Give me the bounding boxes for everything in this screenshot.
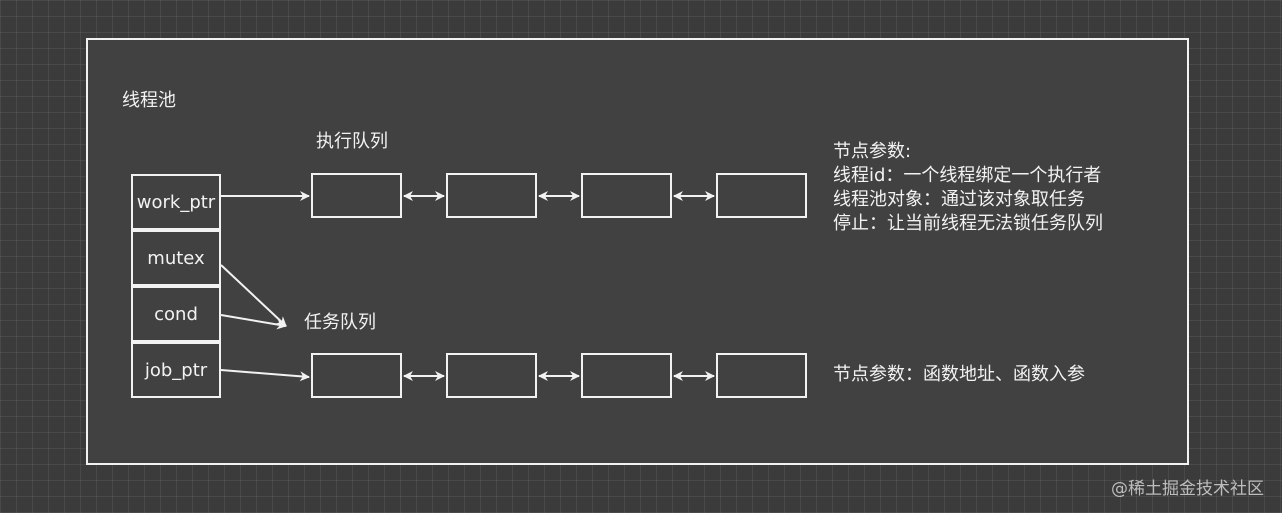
exec-node-info-line: 线程池对象：通过该对象取任务 [833, 189, 1085, 210]
task-queue-node-3 [581, 353, 672, 398]
job-ptr-arrow [220, 369, 310, 382]
exec-node-info-line: 停止：让当前线程无法锁任务队列 [833, 213, 1103, 234]
exec-queue-node-1 [311, 173, 402, 218]
job-node-info: 节点参数：函数地址、函数入参 [833, 364, 1085, 385]
cond-arrow [220, 314, 287, 330]
field-mutex: mutex [131, 230, 221, 286]
field-job-ptr: job_ptr [131, 342, 221, 398]
task-queue-node-1 [311, 353, 402, 398]
exec-queue-label: 执行队列 [316, 131, 388, 152]
exec-node-info-line: 线程id：一个线程绑定一个执行者 [833, 165, 1102, 186]
task-queue-node-4 [716, 353, 807, 398]
task-queue-node-2 [446, 353, 537, 398]
exec-queue-node-4 [716, 173, 807, 218]
thread-pool-label: 线程池 [122, 90, 176, 111]
exec-queue-node-2 [446, 173, 537, 218]
field-cond: cond [131, 286, 221, 342]
task-queue-label: 任务队列 [304, 312, 376, 333]
exec-queue-node-3 [581, 173, 672, 218]
watermark: @稀土掘金技术社区 [1111, 479, 1264, 499]
exec-node-info: 节点参数: 线程id：一个线程绑定一个执行者 线程池对象：通过该对象取任务 停止… [833, 140, 1103, 236]
exec-node-info-line: 节点参数: [833, 141, 912, 162]
mutex-arrow [220, 264, 287, 327]
field-work-ptr: work_ptr [131, 174, 221, 230]
